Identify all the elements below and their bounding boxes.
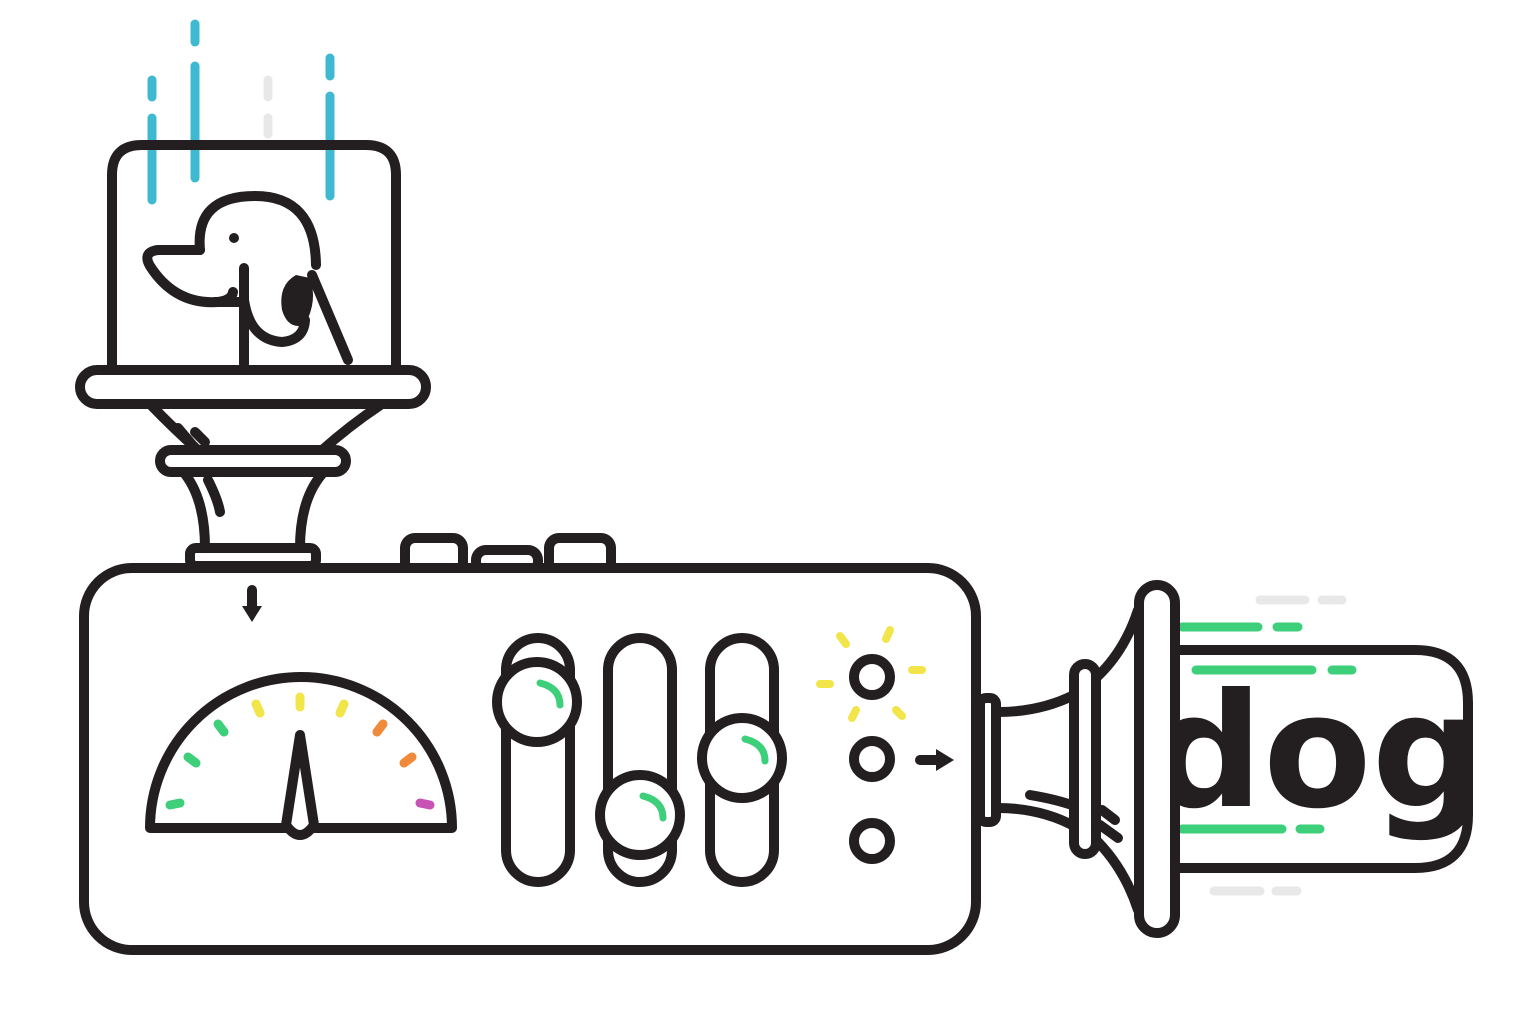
slider-1 xyxy=(492,633,582,887)
input-chamber xyxy=(75,140,431,571)
light-off xyxy=(849,818,895,864)
dog-head-icon xyxy=(142,191,353,369)
output-label: dog xyxy=(1150,595,1485,896)
sliders xyxy=(492,633,787,887)
slider-2 xyxy=(595,633,685,887)
arrow-down-icon xyxy=(242,585,262,622)
light-on xyxy=(849,654,895,700)
gauge xyxy=(145,672,457,840)
gauge-ticks xyxy=(165,692,435,810)
chamber-platform xyxy=(75,365,431,409)
faded-lines xyxy=(1209,595,1347,896)
light-off xyxy=(849,736,895,782)
rain-lines xyxy=(147,19,335,205)
nozzle-ring xyxy=(1134,580,1180,938)
indicator-lights xyxy=(816,626,926,864)
slider-3 xyxy=(697,633,787,887)
arrow-right-icon xyxy=(915,749,954,771)
chamber-collar xyxy=(155,445,351,477)
blue-rain xyxy=(147,19,335,205)
output-nozzle xyxy=(975,605,1143,915)
light-rays xyxy=(816,626,926,722)
output-word: dog xyxy=(1150,660,1485,844)
signal-lines xyxy=(1177,622,1357,834)
gauge-needle xyxy=(281,730,319,840)
